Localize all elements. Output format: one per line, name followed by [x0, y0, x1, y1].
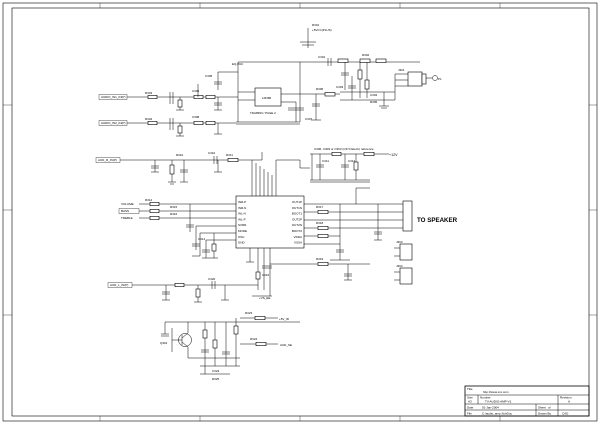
ic-pin-label: INL-P	[238, 217, 246, 221]
svg-text:R311: R311	[226, 153, 233, 157]
speaker-label: TO SPEAKER	[417, 217, 458, 224]
svg-text:J303: J303	[396, 240, 403, 244]
title-block: Title http://www.xxx.com Size A3 Number …	[464, 385, 590, 417]
svg-text:R315: R315	[170, 205, 178, 209]
svg-text:C314: C314	[198, 237, 206, 241]
svg-text:C308: C308	[192, 115, 200, 119]
svg-text:C303: C303	[336, 85, 344, 89]
bottom-regulator-section: +5V_ID Q301 C323 R325 AUD_SE R324 R3	[160, 311, 300, 381]
svg-text:J301: J301	[398, 68, 405, 72]
ic-pin-label: INR-P	[238, 200, 246, 204]
ic-pin-label: OUT2N	[292, 223, 302, 227]
ic-pin-label: OSC	[238, 235, 245, 239]
ic-pin-label: OUT1N	[292, 206, 302, 210]
revision-value: A	[568, 400, 570, 404]
svg-text:R310: R310	[176, 153, 184, 157]
ic-pin-label: OUT2P	[292, 217, 302, 221]
svg-text:C304: C304	[370, 93, 378, 97]
size-header: Size	[467, 396, 473, 400]
tone-label-3: TREBLE	[121, 216, 133, 220]
ic-pin-label: SVRR	[238, 223, 247, 227]
svg-text:R312: R312	[145, 198, 153, 202]
ic-pin-label: INR-N	[238, 206, 246, 210]
input-mid-label: AUD_R_IN(P)	[98, 158, 117, 162]
svg-text:R303: R303	[145, 91, 153, 95]
svg-text:R301: R301	[312, 23, 320, 27]
ic-pin-label: MODE	[238, 229, 247, 233]
cap-note: C306, C309 or C363 (C374 Electr) referen…	[314, 147, 374, 151]
svg-text:C311: C311	[322, 159, 329, 163]
svg-text:R318: R318	[316, 221, 324, 225]
sheet-value: of	[548, 406, 551, 410]
svg-text:C301: C301	[318, 55, 326, 59]
sheet-inner-border	[11, 7, 590, 417]
tone-label-1: VOLUME	[121, 202, 134, 206]
date-header: Date	[467, 406, 474, 410]
svg-text:Q301: Q301	[160, 341, 168, 345]
svg-text:C320: C320	[208, 277, 216, 281]
svg-text:C307: C307	[305, 117, 313, 121]
ic-pin-label: BOOT1	[292, 212, 303, 216]
svg-text:C312: C312	[348, 159, 356, 163]
svg-text:R302: R302	[362, 53, 370, 57]
svg-text:R324: R324	[250, 337, 258, 341]
ic-pin-label: VDDA	[294, 235, 302, 239]
middle-amp-section: AUD_R_IN(P) R310 C310 R311 C306, C309 or…	[95, 147, 458, 303]
number-header: Number	[480, 396, 491, 400]
amp-block-label: TDA8953 / PAGE 2	[250, 111, 276, 115]
input-low-label: AUD_L_IN(P)	[110, 283, 128, 287]
svg-text:R316: R316	[170, 212, 178, 216]
size-value: A3	[468, 400, 472, 404]
power-amp-ic	[235, 195, 305, 249]
input-top-1-label: AUDIO_IN1_IN(P)	[101, 95, 126, 99]
svg-text:C323: C323	[212, 369, 220, 373]
speaker-connector	[402, 200, 413, 232]
svg-text:C310: C310	[208, 151, 216, 155]
title-value: http://www.xxx.com	[483, 390, 509, 394]
file-value: C:\audio_amp.SchDoc	[482, 412, 513, 416]
svg-text:J304: J304	[396, 264, 403, 268]
file-header: File	[467, 412, 472, 416]
svg-text:R325: R325	[212, 377, 220, 381]
top-power-section: +5VCC(PLUS) R301 C301 R302 J301 P1	[98, 23, 442, 137]
amp-ic-a	[254, 87, 282, 107]
ic-pin-label: BOOT2	[292, 229, 303, 233]
bottom-net-1-label: +5V_ID	[279, 317, 290, 321]
title-header: Title	[467, 387, 473, 391]
svg-text:C305: C305	[205, 74, 213, 78]
svg-text:C306: C306	[192, 89, 200, 93]
svg-text:C316: C316	[262, 273, 270, 277]
date-value: 01-Jan-2004	[482, 406, 499, 410]
tone-label-2: BASS	[121, 209, 129, 213]
number-value: TV-AUDIO-AMP-V1	[485, 400, 512, 404]
bottom-net-2-label: AUD_SE	[280, 343, 292, 347]
ic-pin-label: INL-N	[238, 212, 246, 216]
svg-text:R323: R323	[245, 311, 253, 315]
svg-text:R319: R319	[316, 257, 324, 261]
svg-text:R304: R304	[145, 117, 153, 121]
svg-text:R317: R317	[316, 205, 324, 209]
drawn-header: Drawn By	[538, 412, 552, 416]
input-top-2-label: AUDIO_IN2_IN(P)	[101, 121, 126, 125]
ic-pin-label: VSSA	[294, 241, 302, 245]
svg-text:R306: R306	[316, 87, 324, 91]
ic-pin-label: GND	[238, 241, 246, 245]
zone-ticks	[3, 3, 597, 421]
ic-pin-label: OUT1P	[292, 200, 302, 204]
supply-top-right-label: +5VCC(PLUS)	[312, 28, 332, 32]
ic-bottom-pin-label: +VS_EE	[259, 296, 270, 300]
revision-header: Revision	[560, 396, 572, 400]
supply-right-label: +12V	[389, 153, 398, 157]
sheet-header: Sheet	[538, 406, 546, 410]
amp-a-part: LM386	[262, 96, 272, 100]
drawn-value: CAD	[562, 412, 569, 416]
svg-text:R305: R305	[370, 100, 378, 104]
svg-text:P1: P1	[438, 77, 442, 81]
